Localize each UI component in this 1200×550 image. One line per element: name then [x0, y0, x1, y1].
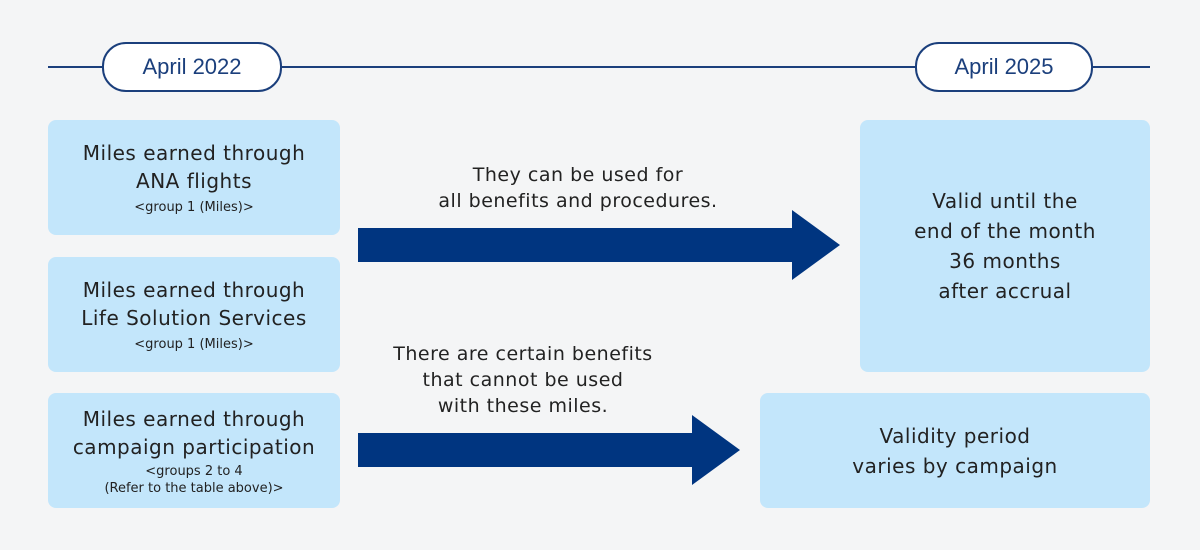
timeline-line [48, 66, 1150, 68]
source-group-label: <group 1 (Miles)> [134, 337, 254, 352]
note-line: with these miles. [437, 395, 609, 417]
note-line: all benefits and procedures. [438, 190, 718, 212]
arrow-note-all-benefits: They can be used for all benefits and pr… [358, 162, 798, 214]
result-box-campaign: Validity period varies by campaign [760, 393, 1150, 508]
source-title-line: Miles earned through [82, 278, 306, 302]
source-title-line: Life Solution Services [81, 306, 307, 330]
source-group-label: <groups 2 to 4 [145, 463, 243, 479]
end-date-pill: April 2025 [915, 42, 1093, 92]
result-line: Valid until the [932, 189, 1078, 213]
result-line: end of the month [914, 219, 1096, 243]
end-date-label: April 2025 [954, 54, 1054, 79]
result-box-36-months: Valid until the end of the month 36 mont… [860, 120, 1150, 372]
arrow-right-icon [358, 210, 840, 280]
source-title-line: ANA flights [136, 169, 252, 193]
result-line: Validity period [879, 423, 1031, 448]
source-title-line: campaign participation [72, 434, 316, 459]
source-title-line: Miles earned through [82, 406, 306, 431]
source-title-line: Miles earned through [82, 141, 306, 165]
note-line: There are certain benefits [393, 343, 653, 365]
start-date-pill: April 2022 [102, 42, 282, 92]
arrow-note-restricted: There are certain benefits that cannot b… [330, 341, 716, 419]
result-line: after accrual [938, 279, 1072, 303]
source-group-label: (Refer to the table above)> [104, 480, 284, 496]
arrow-right-icon [358, 415, 740, 485]
note-line: They can be used for [472, 164, 684, 186]
note-line: that cannot be used [422, 369, 624, 391]
source-box-campaign: Miles earned through campaign participati… [48, 393, 340, 508]
source-group-label: <group 1 (Miles)> [134, 200, 254, 215]
result-line: 36 months [949, 249, 1061, 273]
start-date-label: April 2022 [142, 54, 242, 79]
result-line: varies by campaign [852, 453, 1058, 478]
